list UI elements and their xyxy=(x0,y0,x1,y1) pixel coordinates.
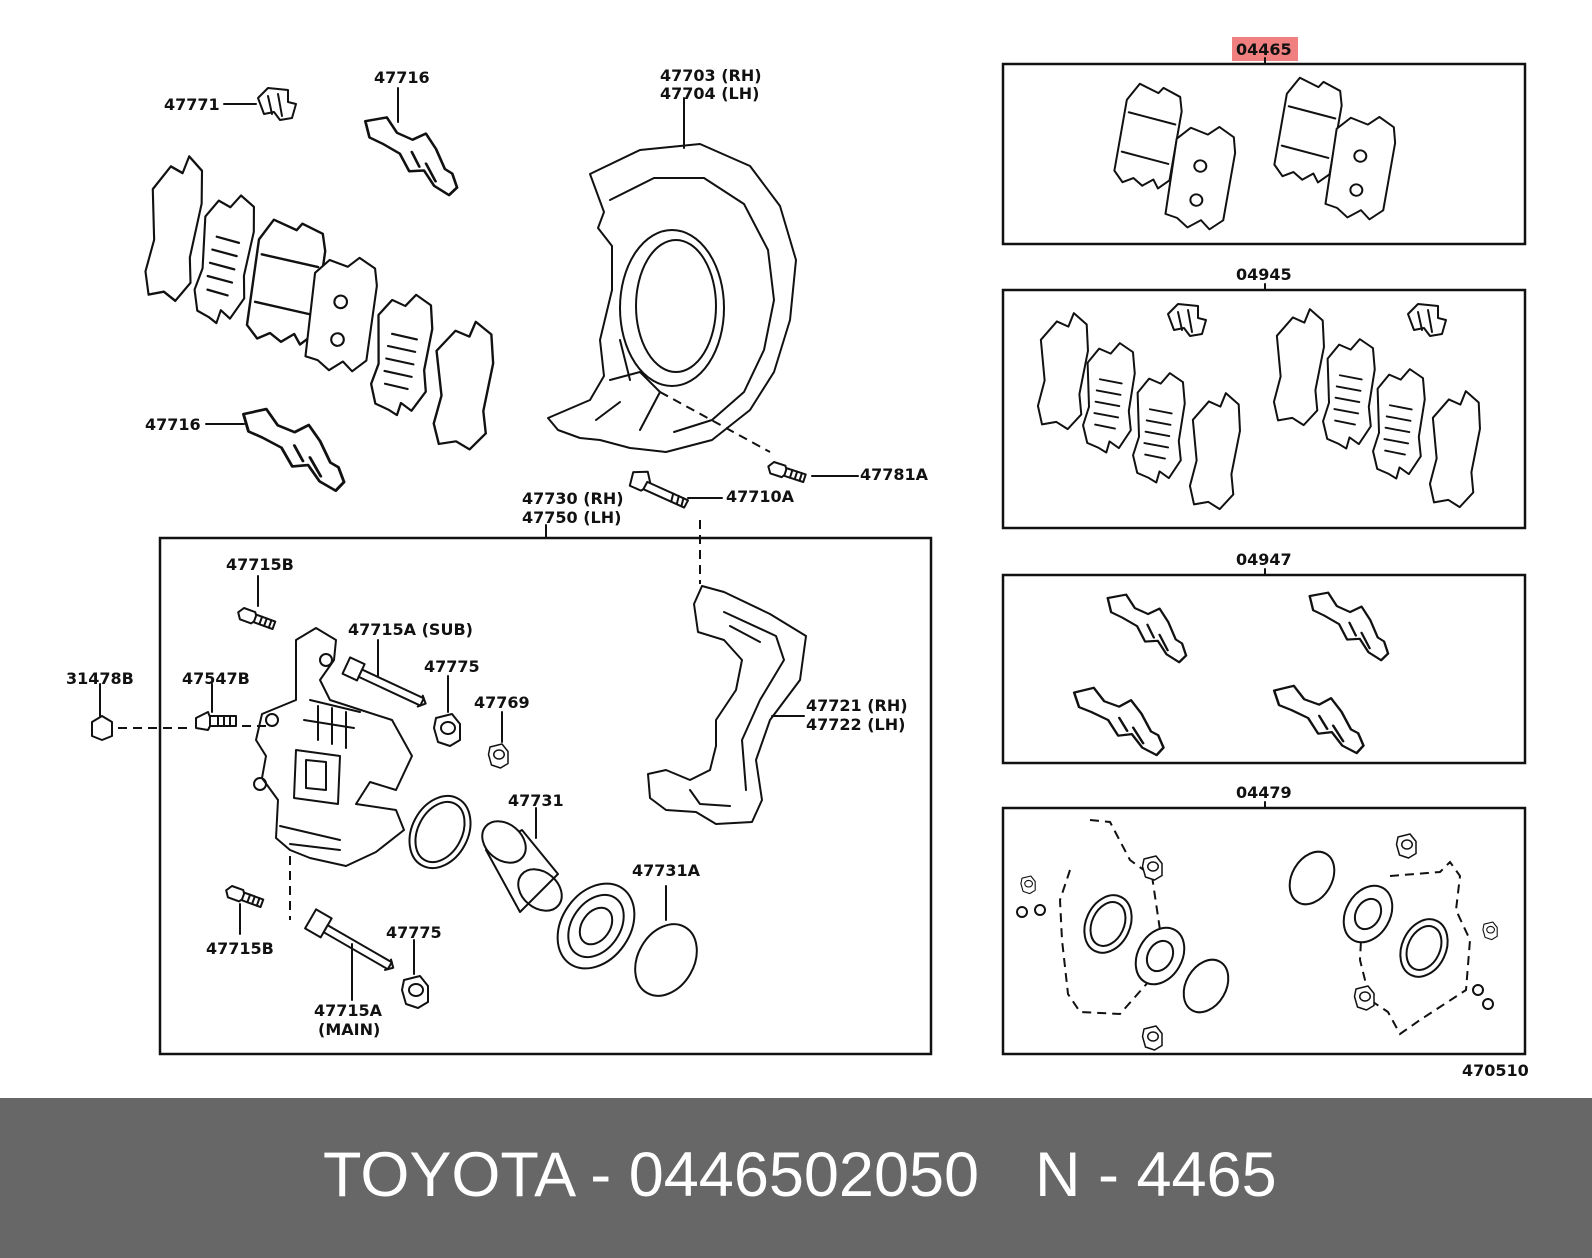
label-47715B-top: 47715B xyxy=(226,555,294,574)
slide-pin-47715A-sub xyxy=(341,656,427,708)
label-47715A-main: 47715A xyxy=(314,1001,383,1020)
label-47730: 47730 (RH) xyxy=(522,489,624,508)
support-plate-upper xyxy=(350,110,472,199)
kit-box-04947 xyxy=(1001,573,1527,765)
kit-04465-pads xyxy=(1111,75,1401,235)
wear-indicator-clip xyxy=(257,87,297,121)
disc-brake-cylinder-mounting xyxy=(647,585,807,825)
label-47771: 47771 xyxy=(164,95,220,114)
set-ring-47731A xyxy=(634,923,698,997)
parts-diagram: 47771 47716 47716 47703 (RH) 47704 (LH) … xyxy=(66,37,1529,1080)
label-47731: 47731 xyxy=(508,791,564,810)
footer-bar: TOYOTA - 0446502050 N - 4465 xyxy=(0,1098,1592,1258)
label-47547B: 47547B xyxy=(182,669,250,688)
label-47775-top: 47775 xyxy=(424,657,480,676)
kit-04947-plates xyxy=(1063,586,1401,758)
kit-04945-shims xyxy=(1030,303,1485,512)
kit-box-04465 xyxy=(1001,62,1527,246)
label-47731A: 47731A xyxy=(632,861,701,880)
label-47703: 47703 (RH) xyxy=(660,66,762,85)
label-47715A-main-suffix: (MAIN) xyxy=(318,1020,380,1039)
caliper-cylinder xyxy=(253,627,413,867)
footer-illustration-code: N - 4465 xyxy=(1035,1140,1277,1210)
pad-assembly-exploded xyxy=(136,150,499,453)
label-47715B-bottom: 47715B xyxy=(206,939,274,958)
slide-pin-47715A-main xyxy=(304,908,395,971)
label-31478B: 31478B xyxy=(66,669,134,688)
label-47781A: 47781A xyxy=(860,465,929,484)
label-47716-mid: 47716 xyxy=(145,415,201,434)
bolt-47781A xyxy=(765,459,808,485)
bushing-47775-lower xyxy=(401,975,429,1009)
bolt-47710A xyxy=(628,470,690,509)
disc-brake-dust-cover xyxy=(547,143,797,453)
kit-label-04465: 04465 xyxy=(1236,40,1292,59)
label-47750: 47750 (LH) xyxy=(522,508,621,527)
figure-code: 470510 xyxy=(1462,1061,1529,1080)
bolt-47715B-upper xyxy=(235,605,277,632)
label-47715A-sub: 47715A (SUB) xyxy=(348,620,473,639)
cylinder-boot xyxy=(556,882,636,970)
label-47722: 47722 (LH) xyxy=(806,715,905,734)
support-plate-lower xyxy=(229,402,359,494)
kit-label-04479: 04479 xyxy=(1236,783,1292,802)
label-47769: 47769 xyxy=(474,693,530,712)
kit-label-04947: 04947 xyxy=(1236,550,1292,569)
label-47710A: 47710A xyxy=(726,487,795,506)
label-47716-top: 47716 xyxy=(374,68,430,87)
footer-brand-part-number: TOYOTA - 0446502050 xyxy=(323,1140,980,1210)
bleeder-cap-31478B xyxy=(91,715,113,741)
bleeder-plug-47547B xyxy=(195,711,237,731)
boot-47769 xyxy=(487,743,509,769)
label-47704: 47704 (LH) xyxy=(660,84,759,103)
kit-04479-seals xyxy=(1016,819,1498,1051)
bolt-47715B-lower xyxy=(223,883,265,910)
kit-label-04945: 04945 xyxy=(1236,265,1292,284)
bushing-47775-upper xyxy=(433,713,461,747)
piston-seal xyxy=(408,794,472,870)
label-47721: 47721 (RH) xyxy=(806,696,908,715)
piston-47731 xyxy=(481,820,563,913)
label-47775-bottom: 47775 xyxy=(386,923,442,942)
